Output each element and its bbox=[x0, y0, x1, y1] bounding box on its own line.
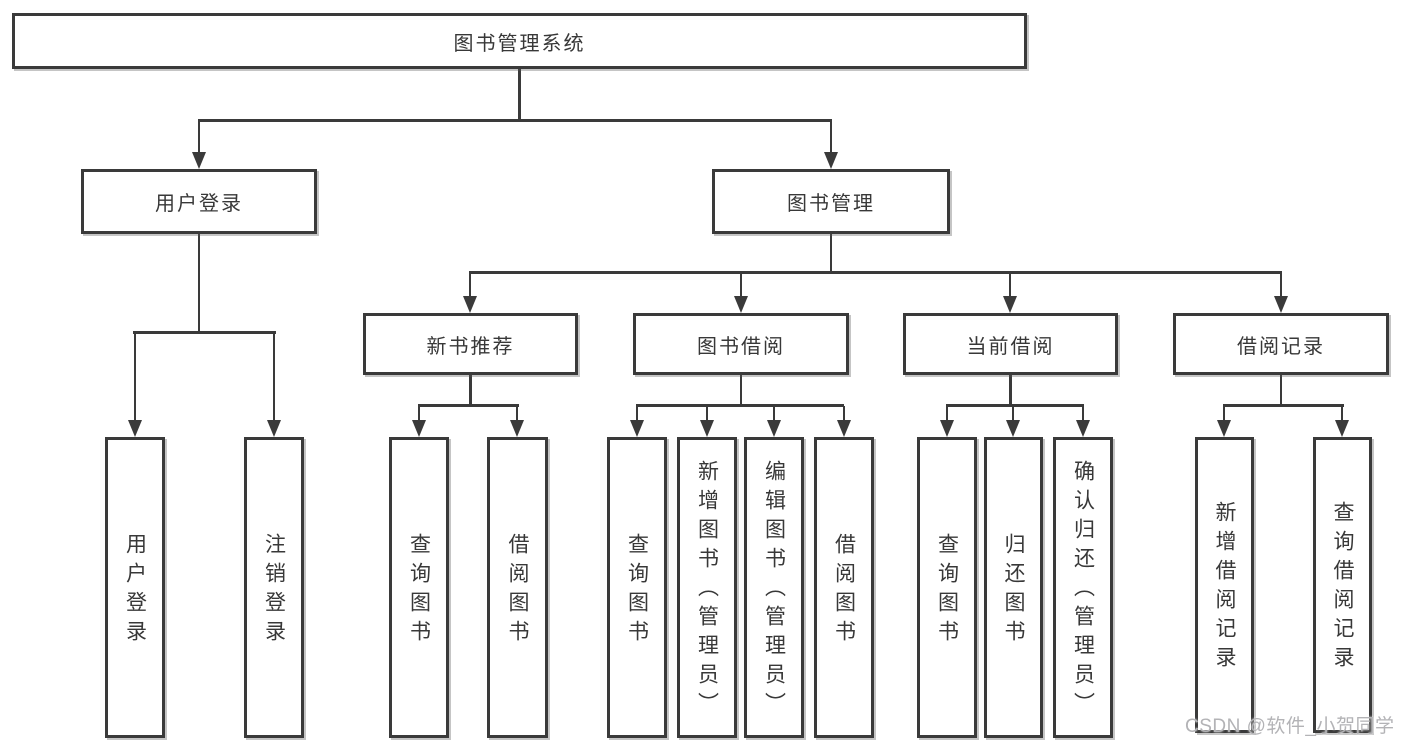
node-new-book-recommendation: 新书推荐 bbox=[363, 313, 578, 375]
leaf-user-login: 用户登录 bbox=[105, 437, 165, 738]
connector-current-stem bbox=[1009, 375, 1012, 406]
node-label: 用户登录 bbox=[123, 532, 147, 649]
connector-root-stem bbox=[518, 69, 521, 121]
arrow-to-current-borrowing bbox=[1003, 273, 1017, 313]
node-library-management-system: 图书管理系统 bbox=[12, 13, 1027, 69]
leaf-add-book-admin: 新增图书（管理员） bbox=[677, 437, 737, 738]
csdn-watermark: CSDN @软件_小贺同学 bbox=[1185, 716, 1395, 737]
arrow-to-book-management bbox=[824, 121, 838, 169]
arrow-current-child-2 bbox=[1006, 406, 1020, 437]
arrow-to-new-book-recommendation bbox=[463, 273, 477, 313]
leaf-query-borrowing-record: 查询借阅记录 bbox=[1313, 437, 1372, 733]
connector-recommend-bar bbox=[418, 404, 519, 407]
connector-borrow-stem bbox=[739, 375, 743, 406]
node-label: 查询图书 bbox=[625, 532, 649, 649]
arrow-records-child-2 bbox=[1335, 406, 1349, 437]
leaf-logout: 注销登录 bbox=[244, 437, 304, 738]
node-label: 用户登录 bbox=[155, 193, 243, 215]
node-current-borrowing: 当前借阅 bbox=[903, 313, 1118, 375]
leaf-borrow-books-recommend: 借阅图书 bbox=[487, 437, 548, 738]
arrow-to-leaf-logout bbox=[267, 333, 281, 437]
node-label: 确认归还（管理员） bbox=[1071, 460, 1095, 721]
arrow-borrow-child-4 bbox=[837, 406, 851, 437]
leaf-add-borrowing-record: 新增借阅记录 bbox=[1195, 437, 1254, 733]
arrow-records-child-1 bbox=[1217, 406, 1231, 437]
arrow-to-leaf-user-login bbox=[128, 333, 142, 437]
arrow-to-borrowing-records bbox=[1274, 273, 1288, 313]
connector-book-stem bbox=[829, 234, 833, 273]
node-label: 图书管理 bbox=[787, 193, 875, 215]
node-label: 查询图书 bbox=[935, 532, 959, 649]
node-label: 借阅图书 bbox=[506, 532, 529, 649]
arrow-borrow-child-3 bbox=[767, 406, 781, 437]
node-label: 当前借阅 bbox=[966, 335, 1055, 358]
connector-user-bar bbox=[133, 331, 276, 334]
leaf-confirm-return-admin: 确认归还（管理员） bbox=[1053, 437, 1113, 738]
node-label: 查询图书 bbox=[407, 532, 431, 649]
connector-user-stem bbox=[197, 234, 201, 333]
node-book-management-branch: 图书管理 bbox=[712, 169, 950, 234]
node-label: 查询借阅记录 bbox=[1331, 501, 1354, 675]
leaf-query-books-borrow: 查询图书 bbox=[607, 437, 667, 738]
arrow-borrow-child-1 bbox=[630, 406, 644, 437]
connector-recommend-stem bbox=[469, 375, 472, 406]
node-label: 借阅记录 bbox=[1237, 335, 1325, 358]
arrow-to-user-login bbox=[192, 121, 206, 169]
connector-records-stem bbox=[1279, 375, 1283, 406]
arrow-recommend-child-2 bbox=[510, 406, 524, 437]
arrow-to-book-borrowing bbox=[734, 273, 748, 313]
leaf-edit-book-admin: 编辑图书（管理员） bbox=[744, 437, 804, 738]
leaf-query-books-recommend: 查询图书 bbox=[389, 437, 449, 738]
arrow-recommend-child-1 bbox=[412, 406, 426, 437]
node-label: 注销登录 bbox=[262, 532, 286, 649]
node-label: 编辑图书（管理员） bbox=[762, 460, 786, 721]
node-label: 新增图书（管理员） bbox=[695, 460, 719, 721]
connector-current-bar bbox=[946, 404, 1084, 407]
leaf-borrow-books-borrow: 借阅图书 bbox=[814, 437, 874, 738]
leaf-return-books: 归还图书 bbox=[984, 437, 1043, 738]
node-label: 归还图书 bbox=[1002, 532, 1025, 649]
node-label: 新增借阅记录 bbox=[1213, 501, 1236, 675]
arrow-current-child-3 bbox=[1076, 406, 1090, 437]
connector-borrow-bar bbox=[636, 404, 844, 407]
node-borrowing-records: 借阅记录 bbox=[1173, 313, 1389, 375]
connector-book-bar bbox=[469, 271, 1282, 274]
connector-records-bar bbox=[1223, 404, 1344, 407]
connector-root-bar bbox=[198, 119, 832, 122]
node-label: 图书管理系统 bbox=[453, 32, 586, 55]
node-label: 借阅图书 bbox=[832, 532, 856, 649]
arrow-borrow-child-2 bbox=[700, 406, 714, 437]
node-label: 图书借阅 bbox=[697, 335, 785, 358]
node-label: 新书推荐 bbox=[426, 335, 515, 358]
arrow-current-child-1 bbox=[940, 406, 954, 437]
leaf-query-books-current: 查询图书 bbox=[917, 437, 977, 738]
node-book-borrowing: 图书借阅 bbox=[633, 313, 849, 375]
node-user-login-branch: 用户登录 bbox=[81, 169, 317, 234]
